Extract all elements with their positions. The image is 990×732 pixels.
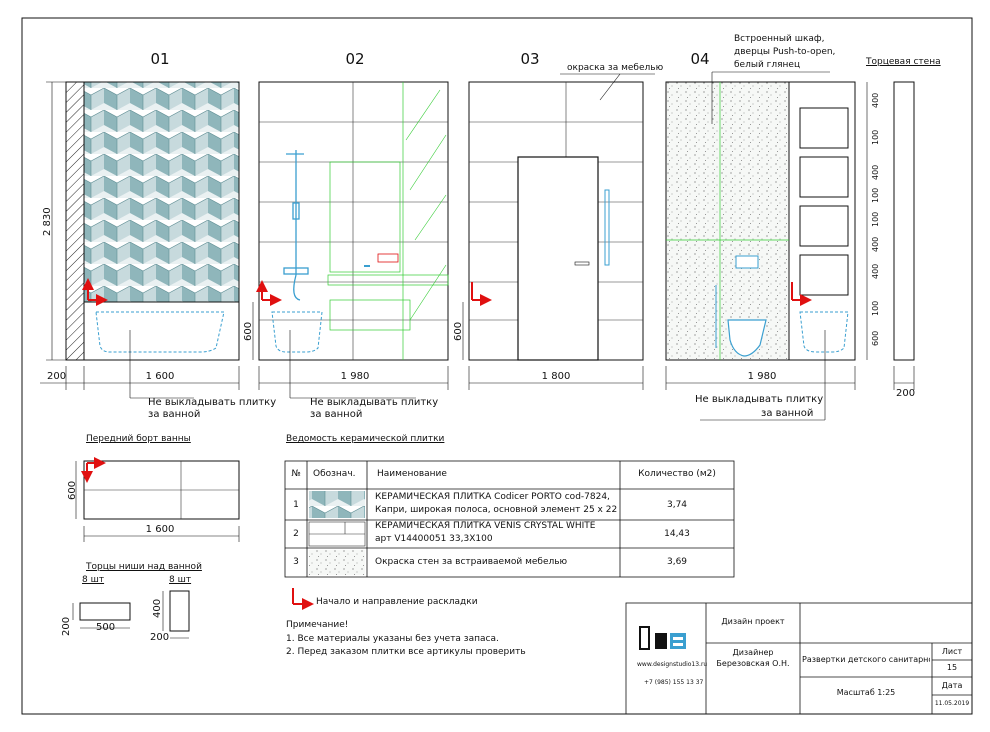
legend-arrow-icon <box>292 588 314 610</box>
stamp-project: Дизайн проект <box>721 617 785 626</box>
view-01-elevation <box>40 81 240 399</box>
niche-ends <box>72 590 190 639</box>
stamp-designer-1: Дизайнер <box>732 648 774 657</box>
niche-dim-200b: 200 <box>150 632 170 643</box>
row3-num: 3 <box>293 557 299 567</box>
row2-name-1: КЕРАМИЧЕСКАЯ ПЛИТКА VENIS CRYSTAL WHITE <box>375 521 596 531</box>
table-title: Ведомость керамической плитки <box>286 434 445 444</box>
stamp-date-label: Дата <box>941 681 963 690</box>
v01-offset-dim: 200 <box>47 371 67 382</box>
paint-behind-furniture-note: окраска за мебелью <box>567 63 664 73</box>
legend-text: Начало и направление раскладки <box>316 597 478 607</box>
end-dim-5: 100 <box>871 211 880 227</box>
v02-side-dim: 600 <box>243 321 254 341</box>
end-wall-width-dim: 200 <box>896 388 916 399</box>
view-04-label: 04 <box>690 50 710 68</box>
stamp-scale: Масштаб 1:25 <box>836 688 896 697</box>
th-name: Наименование <box>377 469 447 479</box>
end-dim-7: 100 <box>871 300 880 316</box>
th-code: Обознач. <box>313 469 356 479</box>
stamp-sheet-num: 15 <box>946 663 958 672</box>
end-wall-title: Торцевая стена <box>866 57 941 67</box>
v03-side-dim: 600 <box>453 321 464 341</box>
height-dim: 2 830 <box>42 207 53 236</box>
notes-title: Примечание! <box>286 620 349 630</box>
niche-dim-500: 500 <box>96 622 116 633</box>
no-tile-note-2a: Не выкладывать плитку <box>310 397 439 408</box>
niche-dim-400: 400 <box>152 598 163 618</box>
end-dim-4: 400 <box>871 236 880 252</box>
row3-name-1: Окраска стен за встраиваемой мебелью <box>375 557 568 567</box>
cabinet-note-2: дверцы Push-to-open, <box>734 47 836 57</box>
end-dim-6: 400 <box>871 263 880 279</box>
v04-width-dim: 1 980 <box>747 371 777 382</box>
niche-count-right: 8 шт <box>169 575 192 585</box>
end-dim-0: 400 <box>871 92 880 108</box>
front-bort-elevation <box>75 457 240 542</box>
niche-title: Торцы ниши над ванной <box>86 562 202 572</box>
view-02-label: 02 <box>345 50 365 68</box>
view-02-elevation <box>252 81 449 399</box>
view-04-elevation <box>665 71 868 421</box>
stamp-designer-2: Березовская О.Н. <box>716 659 790 668</box>
v02-width-dim: 1 980 <box>340 371 370 382</box>
row2-num: 2 <box>293 529 299 539</box>
tile-2-swatch <box>308 521 366 547</box>
tile-1-swatch <box>309 491 365 518</box>
v03-width-dim: 1 800 <box>541 371 571 382</box>
stamp-sheet-title: Развертки детского санитарного узла <box>802 655 930 664</box>
niche-count-left: 8 шт <box>82 575 105 585</box>
cabinet-note-3: белый глянец <box>734 60 801 70</box>
niche-dim-200a: 200 <box>61 616 72 636</box>
view-03-label: 03 <box>520 50 540 68</box>
no-tile-note-4b: за ванной <box>761 408 814 419</box>
end-wall-elevation <box>893 81 915 390</box>
no-tile-note-1a: Не выкладывать плитку <box>148 397 277 408</box>
paint-swatch <box>309 550 365 575</box>
front-width-dim: 1 600 <box>145 524 175 535</box>
studio-website: www.designstudio13.ru <box>637 661 708 668</box>
no-tile-note-4a: Не выкладывать плитку <box>695 394 824 405</box>
view-01-label: 01 <box>150 50 170 68</box>
note-2: 2. Перед заказом плитки все артикулы про… <box>286 647 526 657</box>
th-qty: Количество (м2) <box>638 469 716 479</box>
studio-phone: +7 (985) 155 13 37 <box>644 679 704 686</box>
row1-name-1: КЕРАМИЧЕСКАЯ ПЛИТКА Codicer PORTO cod-78… <box>375 492 610 502</box>
th-num: № <box>291 469 301 479</box>
end-dim-3: 100 <box>871 187 880 203</box>
row1-qty: 3,74 <box>666 500 688 510</box>
front-bort-title: Передний борт ванны <box>86 434 191 444</box>
view-03-elevation <box>462 73 655 390</box>
stamp-date: 11.05.2019 <box>934 700 970 707</box>
front-height-dim: 600 <box>67 480 78 500</box>
end-dim-1: 100 <box>871 129 880 145</box>
no-tile-note-2b: за ванной <box>310 409 363 420</box>
end-dim-8: 600 <box>871 330 880 346</box>
stamp-sheet-label: Лист <box>941 647 963 656</box>
studio-logo <box>639 626 686 650</box>
end-dim-2: 400 <box>871 164 880 180</box>
no-tile-note-1b: за ванной <box>148 409 201 420</box>
row1-name-2: Капри, широкая полоса, основной элемент … <box>375 505 618 515</box>
v01-width-dim: 1 600 <box>145 371 175 382</box>
cabinet-note-1: Встроенный шкаф, <box>734 34 825 44</box>
row1-num: 1 <box>293 500 299 510</box>
row3-qty: 3,69 <box>666 557 688 567</box>
title-block <box>625 602 973 715</box>
row2-qty: 14,43 <box>664 529 690 539</box>
tile-table-grid <box>284 460 735 578</box>
note-1: 1. Все материалы указаны без учета запас… <box>286 634 499 644</box>
row2-name-2: арт V14400051 33,3X100 <box>375 534 493 544</box>
